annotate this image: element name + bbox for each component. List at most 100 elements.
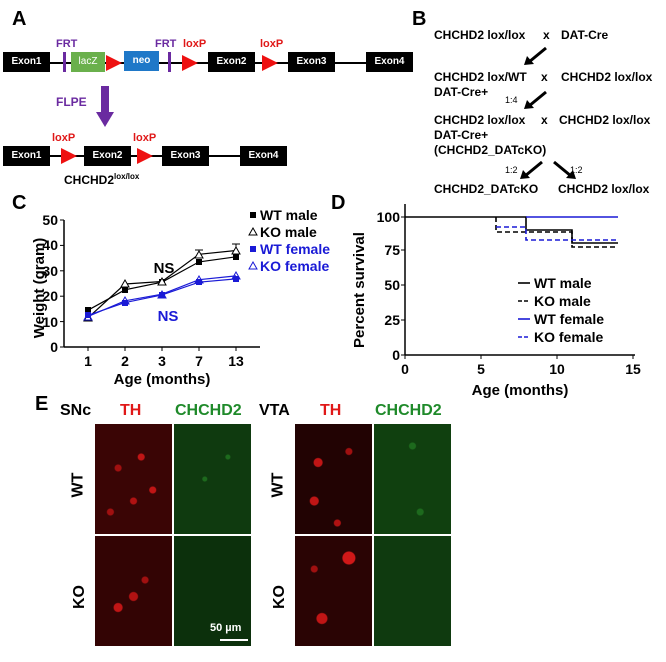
x-tick-labels: 0 5 10 15 bbox=[401, 355, 641, 377]
svg-text:40: 40 bbox=[42, 237, 58, 253]
breeding-row3-left: CHCHD2 lox/lox bbox=[434, 113, 526, 127]
breeding-row3-right: CHCHD2 lox/lox bbox=[559, 113, 651, 127]
survival-chart: Percent survival 0 25 50 75 100 0 5 10 1… bbox=[351, 204, 641, 399]
loxp-label-1: loxP bbox=[183, 38, 207, 50]
breeding-row1-right: DAT-Cre bbox=[561, 28, 609, 42]
svg-text:10: 10 bbox=[42, 314, 58, 330]
region-label-snc: SNc bbox=[60, 402, 92, 419]
micrograph-snc-wt-chchd2 bbox=[174, 424, 251, 534]
panel-letter-e: E bbox=[35, 393, 49, 415]
allele-name: CHCHD2 bbox=[64, 173, 115, 187]
loxp-triangle-icon bbox=[137, 148, 153, 164]
micrograph-snc-ko-chchd2 bbox=[174, 536, 251, 646]
loxp-triangle-icon bbox=[61, 148, 77, 164]
svg-text:0: 0 bbox=[401, 361, 409, 377]
offspring-arrow-left-icon bbox=[520, 160, 543, 179]
panel-letter-c: C bbox=[12, 192, 27, 214]
svg-text:15: 15 bbox=[625, 361, 641, 377]
cross-arrow-icon bbox=[524, 90, 547, 109]
gene-line-top bbox=[10, 62, 405, 64]
lacz-box: lacZ bbox=[71, 52, 105, 72]
svg-text:5: 5 bbox=[477, 361, 485, 377]
svg-text:2: 2 bbox=[121, 353, 129, 369]
x-tick-labels: 1 2 3 7 13 bbox=[84, 347, 244, 369]
micrograph-snc-ko-th bbox=[95, 536, 172, 646]
svg-text:0: 0 bbox=[50, 339, 58, 355]
svg-text:75: 75 bbox=[384, 242, 400, 258]
y-tick-labels: 0 10 20 30 40 50 bbox=[42, 212, 64, 355]
breeding-row3-sub2: (CHCHD2_DATcKO) bbox=[434, 143, 547, 157]
micrograph-snc-wt-th bbox=[95, 424, 172, 534]
breeding-row3-sub: DAT-Cre+ bbox=[434, 128, 489, 142]
micrograph-vta-wt-th bbox=[295, 424, 372, 534]
allele-superscript: lox/lox bbox=[114, 172, 140, 181]
allele-label: CHCHD2lox/lox bbox=[64, 172, 139, 187]
row-label-wt-snc: WT bbox=[69, 472, 87, 498]
micrograph-vta-ko-th bbox=[295, 536, 372, 646]
breeding-row3-x: x bbox=[541, 113, 548, 127]
row-label-ko-snc: KO bbox=[71, 585, 88, 609]
svg-text:20: 20 bbox=[42, 288, 58, 304]
exon2-bottom: Exon2 bbox=[84, 146, 131, 166]
neo-box: neo bbox=[124, 51, 159, 71]
exon4-top: Exon4 bbox=[366, 52, 413, 72]
ratio-right: 1:2 bbox=[570, 165, 583, 175]
loxp-triangle-icon bbox=[262, 55, 278, 71]
ratio-left: 1:2 bbox=[505, 165, 518, 175]
panel-letter-b: B bbox=[412, 8, 427, 30]
svg-text:WT female: WT female bbox=[260, 241, 330, 257]
svg-text:WT female: WT female bbox=[534, 311, 604, 327]
y-axis-label: Percent survival bbox=[351, 232, 368, 348]
offspring-arrow-right-icon bbox=[553, 160, 576, 179]
loxp-label-2: loxP bbox=[260, 38, 284, 50]
ns-annotation-female: NS bbox=[158, 308, 179, 325]
svg-text:0: 0 bbox=[392, 347, 400, 363]
exon2-top: Exon2 bbox=[208, 52, 255, 72]
loxp-triangle-icon bbox=[106, 55, 122, 71]
loxp-label-3: loxP bbox=[52, 132, 76, 144]
channel-label-chchd2-snc: CHCHD2 bbox=[175, 402, 242, 419]
breeding-row1-x: x bbox=[543, 28, 550, 42]
row-label-wt-vta: WT bbox=[269, 472, 287, 498]
svg-text:3: 3 bbox=[158, 353, 166, 369]
svg-text:25: 25 bbox=[384, 312, 400, 328]
flpe-label: FLPE bbox=[56, 95, 87, 109]
breeding-row1-left: CHCHD2 lox/lox bbox=[434, 28, 526, 42]
y-tick-labels: 0 25 50 75 100 bbox=[377, 209, 405, 363]
svg-text:WT male: WT male bbox=[260, 207, 318, 223]
exon1-top: Exon1 bbox=[3, 52, 50, 72]
svg-text:13: 13 bbox=[228, 353, 244, 369]
ratio-1-4: 1:4 bbox=[505, 95, 518, 105]
survival-legend: WT male KO male WT female KO female bbox=[518, 275, 604, 345]
channel-label-th-vta: TH bbox=[320, 402, 342, 419]
panel-letter-d: D bbox=[331, 192, 346, 214]
exon4-bottom: Exon4 bbox=[240, 146, 287, 166]
svg-text:1: 1 bbox=[84, 353, 92, 369]
exon3-bottom: Exon3 bbox=[162, 146, 209, 166]
micrograph-vta-wt-chchd2 bbox=[374, 424, 451, 534]
micrograph-vta-ko-chchd2 bbox=[374, 536, 451, 646]
svg-text:10: 10 bbox=[549, 361, 565, 377]
svg-text:100: 100 bbox=[377, 209, 401, 225]
scale-bar bbox=[220, 639, 248, 641]
svg-text:KO male: KO male bbox=[260, 224, 317, 240]
weight-legend: WT male KO male WT female KO female bbox=[248, 207, 330, 274]
svg-text:50: 50 bbox=[384, 277, 400, 293]
svg-text:7: 7 bbox=[195, 353, 203, 369]
svg-text:50: 50 bbox=[42, 212, 58, 228]
svg-text:WT male: WT male bbox=[534, 275, 592, 291]
svg-text:KO female: KO female bbox=[260, 258, 329, 274]
x-axis-label: Age (months) bbox=[472, 382, 569, 399]
flpe-arrow-icon bbox=[96, 86, 114, 127]
x-axis-label: Age (months) bbox=[114, 371, 211, 388]
svg-text:KO female: KO female bbox=[534, 329, 603, 345]
row-label-ko-vta: KO bbox=[271, 585, 288, 609]
channel-label-th-snc: TH bbox=[120, 402, 142, 419]
frt-label-2: FRT bbox=[155, 38, 177, 50]
svg-text:KO male: KO male bbox=[534, 293, 591, 309]
exon1-bottom: Exon1 bbox=[3, 146, 50, 166]
scale-bar-label: 50 µm bbox=[210, 622, 242, 634]
region-label-vta: VTA bbox=[259, 402, 290, 419]
breeding-row2-x: x bbox=[541, 70, 548, 84]
channel-label-chchd2-vta: CHCHD2 bbox=[375, 402, 442, 419]
